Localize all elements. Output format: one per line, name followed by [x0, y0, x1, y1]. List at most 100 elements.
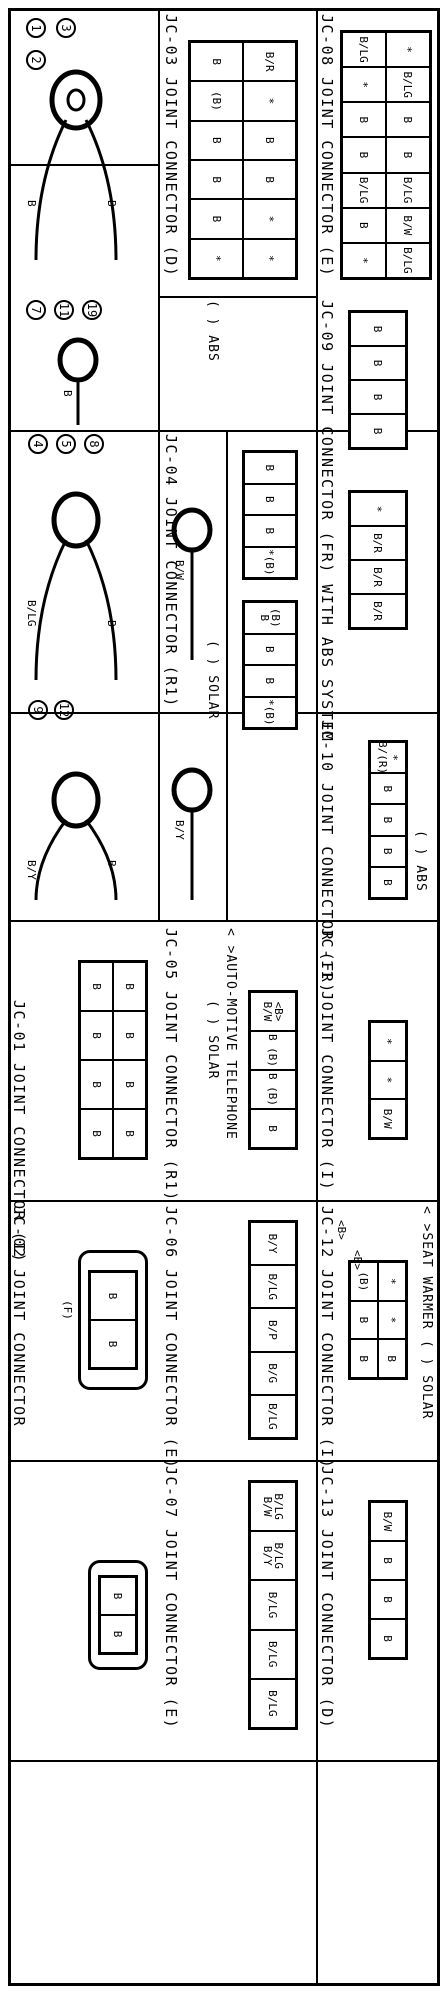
- pin: B/LG: [386, 242, 430, 278]
- jc03-connector: B/R * B B * * B (B) B B B *: [188, 40, 298, 280]
- pin: B: [350, 414, 406, 448]
- pin: *: [370, 1022, 406, 1061]
- pin: B: [190, 42, 243, 82]
- pin: *: [190, 238, 243, 278]
- pin: B: [370, 1541, 406, 1580]
- pin: B: [342, 207, 386, 243]
- divider: [8, 1760, 440, 1762]
- pin: B: [350, 312, 406, 346]
- ring-terminal-icon: [171, 767, 213, 900]
- pin: (B): [190, 81, 243, 121]
- pin: *: [243, 238, 296, 278]
- wire-label: B: [105, 200, 118, 207]
- connector-title: JC-08 JOINT CONNECTOR (E): [318, 14, 336, 278]
- pin: B: [100, 1615, 136, 1653]
- jc10-connector: * B/(R) B B B B: [368, 740, 408, 900]
- wire-label: B/LG: [25, 600, 38, 627]
- pin: B: [90, 1272, 136, 1320]
- pin: B/R: [350, 594, 406, 628]
- pin: B: [244, 483, 296, 515]
- terminal-number: 8: [84, 434, 104, 454]
- connector-title: JC-03 JOINT CONNECTOR (D): [162, 14, 180, 278]
- connector-title: JC-06 JOINT CONNECTOR (E): [162, 1206, 180, 1470]
- pin: B: [80, 962, 113, 1011]
- jc09-connector-right: * B/R B/R B/R: [348, 490, 408, 630]
- ring-terminal-icon: [57, 337, 99, 425]
- terminal-number: 11: [54, 300, 74, 320]
- pin: B: [244, 665, 296, 697]
- pin: B/LG: [250, 1629, 296, 1679]
- wire-label: B: [25, 200, 38, 207]
- pin: *: [243, 81, 296, 121]
- jc04-connector-right: (B) B B B *(B): [242, 600, 298, 730]
- pin: B: [342, 102, 386, 138]
- pin: B: [350, 1300, 378, 1340]
- jc09-connector-left: B B B B: [348, 310, 408, 450]
- pin: B/W: [370, 1502, 406, 1541]
- connector-note: ( ) ABS: [413, 830, 428, 892]
- connector-title: JC-02 JOINT CONNECTOR: [10, 1206, 28, 1428]
- pin: B: [370, 773, 406, 805]
- pin: B: [244, 515, 296, 547]
- pin: B: [386, 102, 430, 138]
- terminal-number: 7: [26, 300, 46, 320]
- jc07-connector: B/LG B/W B/LG B/Y B/LG B/LG B/LG: [248, 1480, 298, 1730]
- pin: B/R: [350, 560, 406, 594]
- jc02-connector: B B: [88, 1270, 138, 1370]
- pin: B/G: [250, 1351, 296, 1395]
- pin: B (B): [250, 1031, 296, 1070]
- connector-note: ( ) SOLAR: [419, 1340, 434, 1420]
- pin: B (B): [250, 1070, 296, 1109]
- connector-note: ( ) SOLAR: [205, 640, 220, 720]
- pin: B/LG: [386, 172, 430, 208]
- pin: *(B): [244, 546, 296, 578]
- pin: * B/(R): [370, 742, 406, 774]
- connector-title: JC-05 JOINT CONNECTOR (R1): [162, 928, 180, 1202]
- pin: *: [370, 1060, 406, 1100]
- terminal-number: 1: [26, 18, 46, 38]
- pin: B/LG: [386, 67, 430, 103]
- pin: B/Y: [250, 1222, 296, 1266]
- pin: (B) B: [244, 602, 296, 634]
- pin: B/W: [370, 1099, 406, 1138]
- pin: B: [90, 1320, 136, 1368]
- terminal-number: 5: [56, 434, 76, 454]
- jc08-connector: * B/LG B B B/LG B/W B/LG B/LG * B B B/LG…: [340, 30, 432, 280]
- connector-title: JC-07 JOINT CONNECTOR (E): [162, 1466, 180, 1730]
- pin: B: [250, 1109, 296, 1148]
- jc13-connector: B/W B B B: [368, 1500, 408, 1660]
- pin: B: [80, 1011, 113, 1060]
- pin: B/LG B/W: [250, 1482, 296, 1532]
- terminal-number: 12: [54, 700, 74, 720]
- jc06-connector: B/Y B/LG B/P B/G B/LG: [248, 1220, 298, 1440]
- pin: B/LG: [342, 32, 386, 68]
- ring-terminal-icon: [34, 771, 118, 901]
- terminal-number: 4: [28, 434, 48, 454]
- divider: [226, 430, 228, 920]
- pin: B: [80, 1109, 113, 1158]
- connector-title: JC-04 JOINT CONNECTOR (R1): [162, 434, 180, 708]
- terminal-number: 19: [82, 300, 102, 320]
- pin: B: [190, 120, 243, 160]
- connector-note: ( ) SOLAR: [205, 1000, 220, 1080]
- jc07-side-connector: B B: [98, 1575, 138, 1655]
- pin: B/LG: [250, 1678, 296, 1728]
- callout-label: <B>: [335, 1220, 348, 1240]
- pin: B/LG: [250, 1580, 296, 1630]
- pin: B: [244, 452, 296, 484]
- pin: B: [370, 835, 406, 867]
- pin: B: [350, 1339, 378, 1378]
- terminal-number: 9: [28, 700, 48, 720]
- wire-label: B: [105, 620, 118, 627]
- pin: B/R: [243, 42, 296, 82]
- jc05-connector: <B> B/W B (B) B (B) B: [248, 990, 298, 1150]
- pin: <B> B/W: [250, 992, 296, 1031]
- pin: B: [378, 1339, 406, 1378]
- pin: B: [190, 199, 243, 239]
- connector-label: (F): [61, 1300, 74, 1320]
- pin: B: [243, 120, 296, 160]
- pin: B: [100, 1577, 136, 1615]
- pin: B: [342, 137, 386, 173]
